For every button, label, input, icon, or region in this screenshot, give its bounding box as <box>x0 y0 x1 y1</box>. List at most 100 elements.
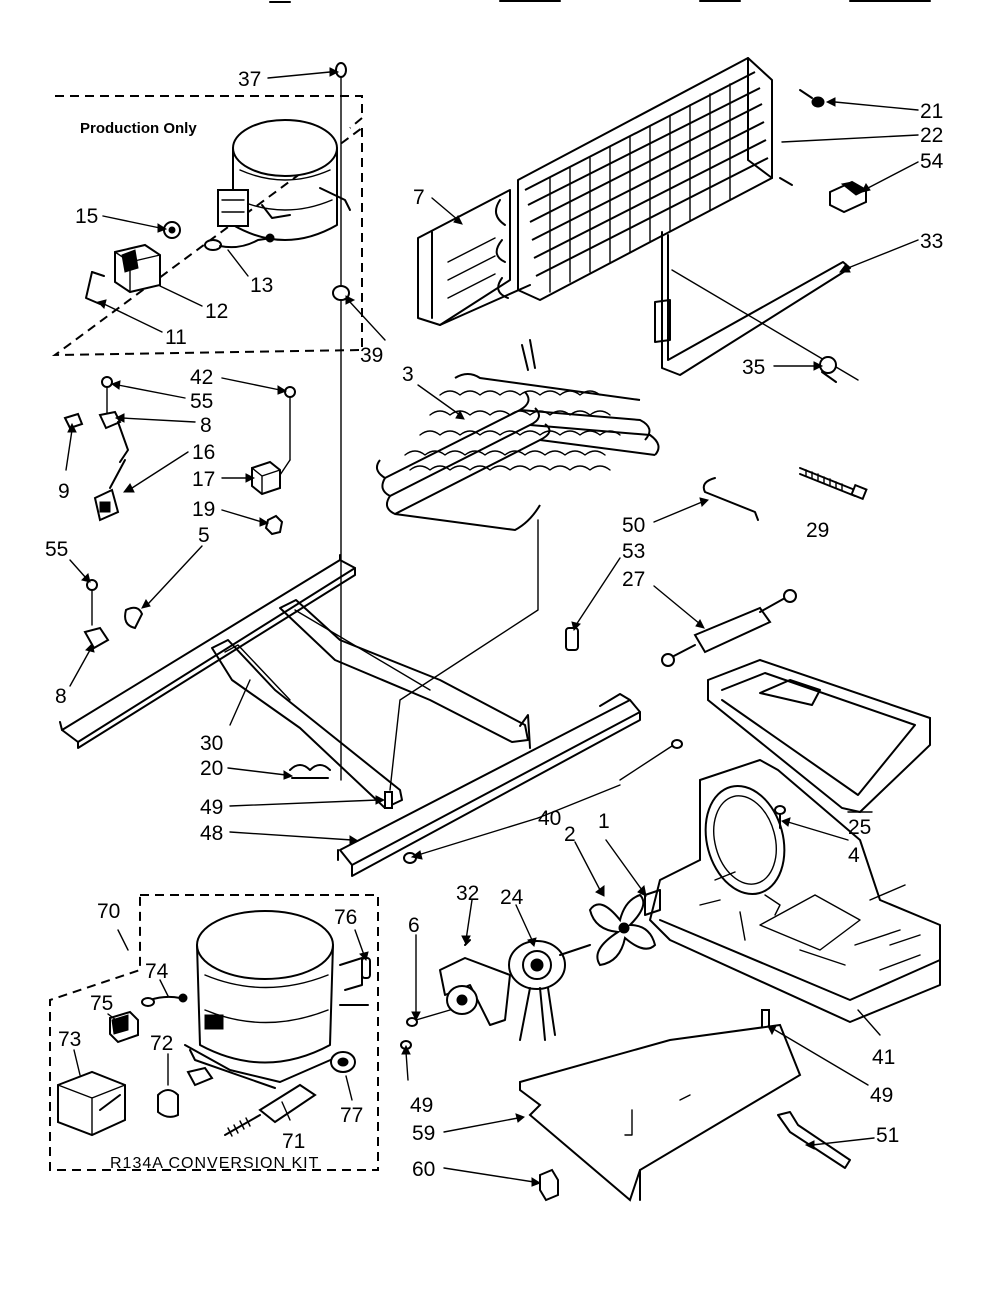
block-part-54 <box>829 180 868 214</box>
drain-pan-part-25 <box>707 658 931 814</box>
callout-16: 16 <box>192 441 215 464</box>
compressor-kit-part-70 <box>184 910 369 1089</box>
screw-part-49c <box>761 1009 770 1029</box>
screw-part-42 <box>284 386 296 461</box>
condenser-part-22 <box>495 57 793 301</box>
overload-part-75 <box>109 1010 139 1044</box>
callout-6: 6 <box>408 914 420 937</box>
callout-42: 42 <box>190 366 213 389</box>
production-only-title: Production Only <box>80 120 197 137</box>
heater-part-29 <box>799 467 868 501</box>
callout-59: 59 <box>412 1122 435 1145</box>
foot-part-60 <box>539 1168 559 1202</box>
production-only-box: Production Only <box>51 95 363 357</box>
callout-77: 77 <box>340 1104 363 1127</box>
callout-49-a: 49 <box>200 796 223 819</box>
wire-part-74 <box>141 993 188 1007</box>
screw-part-6 <box>406 1009 451 1027</box>
callout-17: 17 <box>192 468 215 491</box>
bracket-part-1 <box>644 889 661 916</box>
motor-bracket-part-32 <box>439 939 511 1026</box>
callout-39: 39 <box>360 344 383 367</box>
callout-24: 24 <box>500 886 524 909</box>
callout-41: 41 <box>872 1046 895 1069</box>
conversion-kit-box: R134A CONVERSION KIT <box>49 894 379 1172</box>
fan-blade-part-2 <box>588 893 657 967</box>
callouts: 37 21 22 54 7 33 15 13 12 11 39 3 <box>45 67 944 1187</box>
drier-part-71 <box>224 1083 317 1137</box>
callout-37: 37 <box>238 68 261 91</box>
callout-30: 30 <box>200 732 223 755</box>
grommet-part-5 <box>124 606 144 630</box>
callout-12: 12 <box>205 300 228 323</box>
capacitor-part-17 <box>251 459 291 496</box>
fan-motor-part-24 <box>508 940 591 1041</box>
screw-part-21 <box>799 89 825 108</box>
callout-22: 22 <box>920 124 943 147</box>
front-rail-part-48 <box>337 693 641 877</box>
relay-part-12 <box>114 243 161 294</box>
callout-27: 27 <box>622 568 645 591</box>
callout-19: 19 <box>192 498 215 521</box>
callout-53: 53 <box>622 540 645 563</box>
callout-49-c: 49 <box>870 1084 893 1107</box>
callout-20: 20 <box>200 757 223 780</box>
callout-13: 13 <box>250 274 273 297</box>
plug-part-53 <box>565 627 579 651</box>
bracket-part-72 <box>157 1066 214 1118</box>
callout-55-lower: 55 <box>45 538 68 561</box>
hook-part-50 <box>702 477 759 521</box>
callout-8-upper: 8 <box>200 414 212 437</box>
callout-33: 33 <box>920 230 943 253</box>
callout-60: 60 <box>412 1158 435 1181</box>
screw-part-55b <box>86 579 98 626</box>
callout-11: 11 <box>165 326 187 349</box>
screw-part-40 <box>403 739 683 864</box>
callout-73: 73 <box>58 1028 81 1051</box>
grommet-part-77 <box>330 1051 356 1073</box>
callout-25: 25 <box>848 816 871 839</box>
thermistor-part-27 <box>661 589 797 667</box>
screw-part-4 <box>774 805 786 829</box>
tube-part-51 <box>777 1111 851 1169</box>
machine-base-part-41 <box>649 759 941 1023</box>
clip-part-15 <box>163 221 181 239</box>
callout-75: 75 <box>90 992 113 1015</box>
shroud-part-7 <box>417 189 531 326</box>
callout-15: 15 <box>75 205 98 228</box>
tube-part-37-39 <box>332 62 350 781</box>
tube-part-76 <box>361 957 371 979</box>
callout-9: 9 <box>58 480 70 503</box>
callout-54: 54 <box>920 150 944 173</box>
relay-part-73 <box>57 1070 126 1137</box>
callout-50: 50 <box>622 514 645 537</box>
callout-32: 32 <box>456 882 479 905</box>
callout-21: 21 <box>920 100 943 123</box>
clip-part-8a <box>98 410 129 463</box>
conversion-kit-title: R134A CONVERSION KIT <box>110 1155 319 1172</box>
callout-2: 2 <box>564 823 576 846</box>
clamp-part-35 <box>819 356 837 383</box>
base-frame-part-30 <box>59 554 531 809</box>
callout-35: 35 <box>742 356 765 379</box>
wire-part-16 <box>93 459 126 522</box>
callout-55-upper: 55 <box>190 390 213 413</box>
bracket-part-20 <box>289 764 331 779</box>
callout-51: 51 <box>876 1124 899 1147</box>
wire-part-13 <box>204 233 275 251</box>
callout-4: 4 <box>848 844 860 867</box>
screw-part-55a <box>101 376 113 416</box>
screw-part-49a <box>384 791 393 809</box>
callout-8-lower: 8 <box>55 685 67 708</box>
callout-76: 76 <box>334 906 357 929</box>
callout-7: 7 <box>413 186 425 209</box>
callout-72: 72 <box>150 1032 173 1055</box>
compressor-production <box>217 119 351 241</box>
cover-plate-part-59 <box>519 1023 802 1202</box>
bracket-part-11 <box>85 271 105 305</box>
evaporator-coil-part-3 <box>375 339 660 791</box>
nut-part-19 <box>264 514 284 536</box>
top-edge-fragment <box>269 0 931 3</box>
callout-29: 29 <box>806 519 829 542</box>
